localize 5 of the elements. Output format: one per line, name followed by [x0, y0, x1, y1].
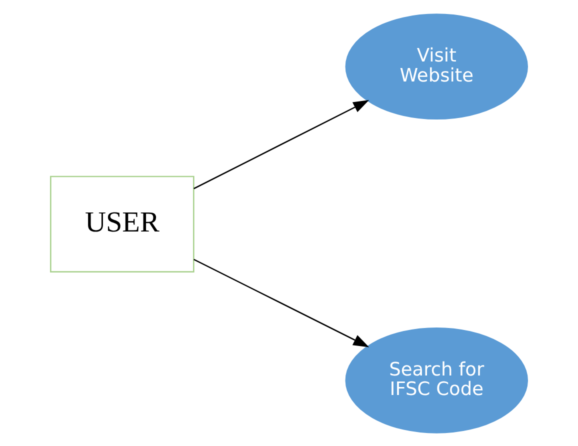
- node-ellipse: Visit Website: [345, 13, 528, 120]
- node-box: USER: [50, 175, 194, 272]
- arrow: [194, 100, 370, 189]
- node-ellipse: Search for IFSC Code: [345, 326, 528, 433]
- arrow: [194, 258, 370, 347]
